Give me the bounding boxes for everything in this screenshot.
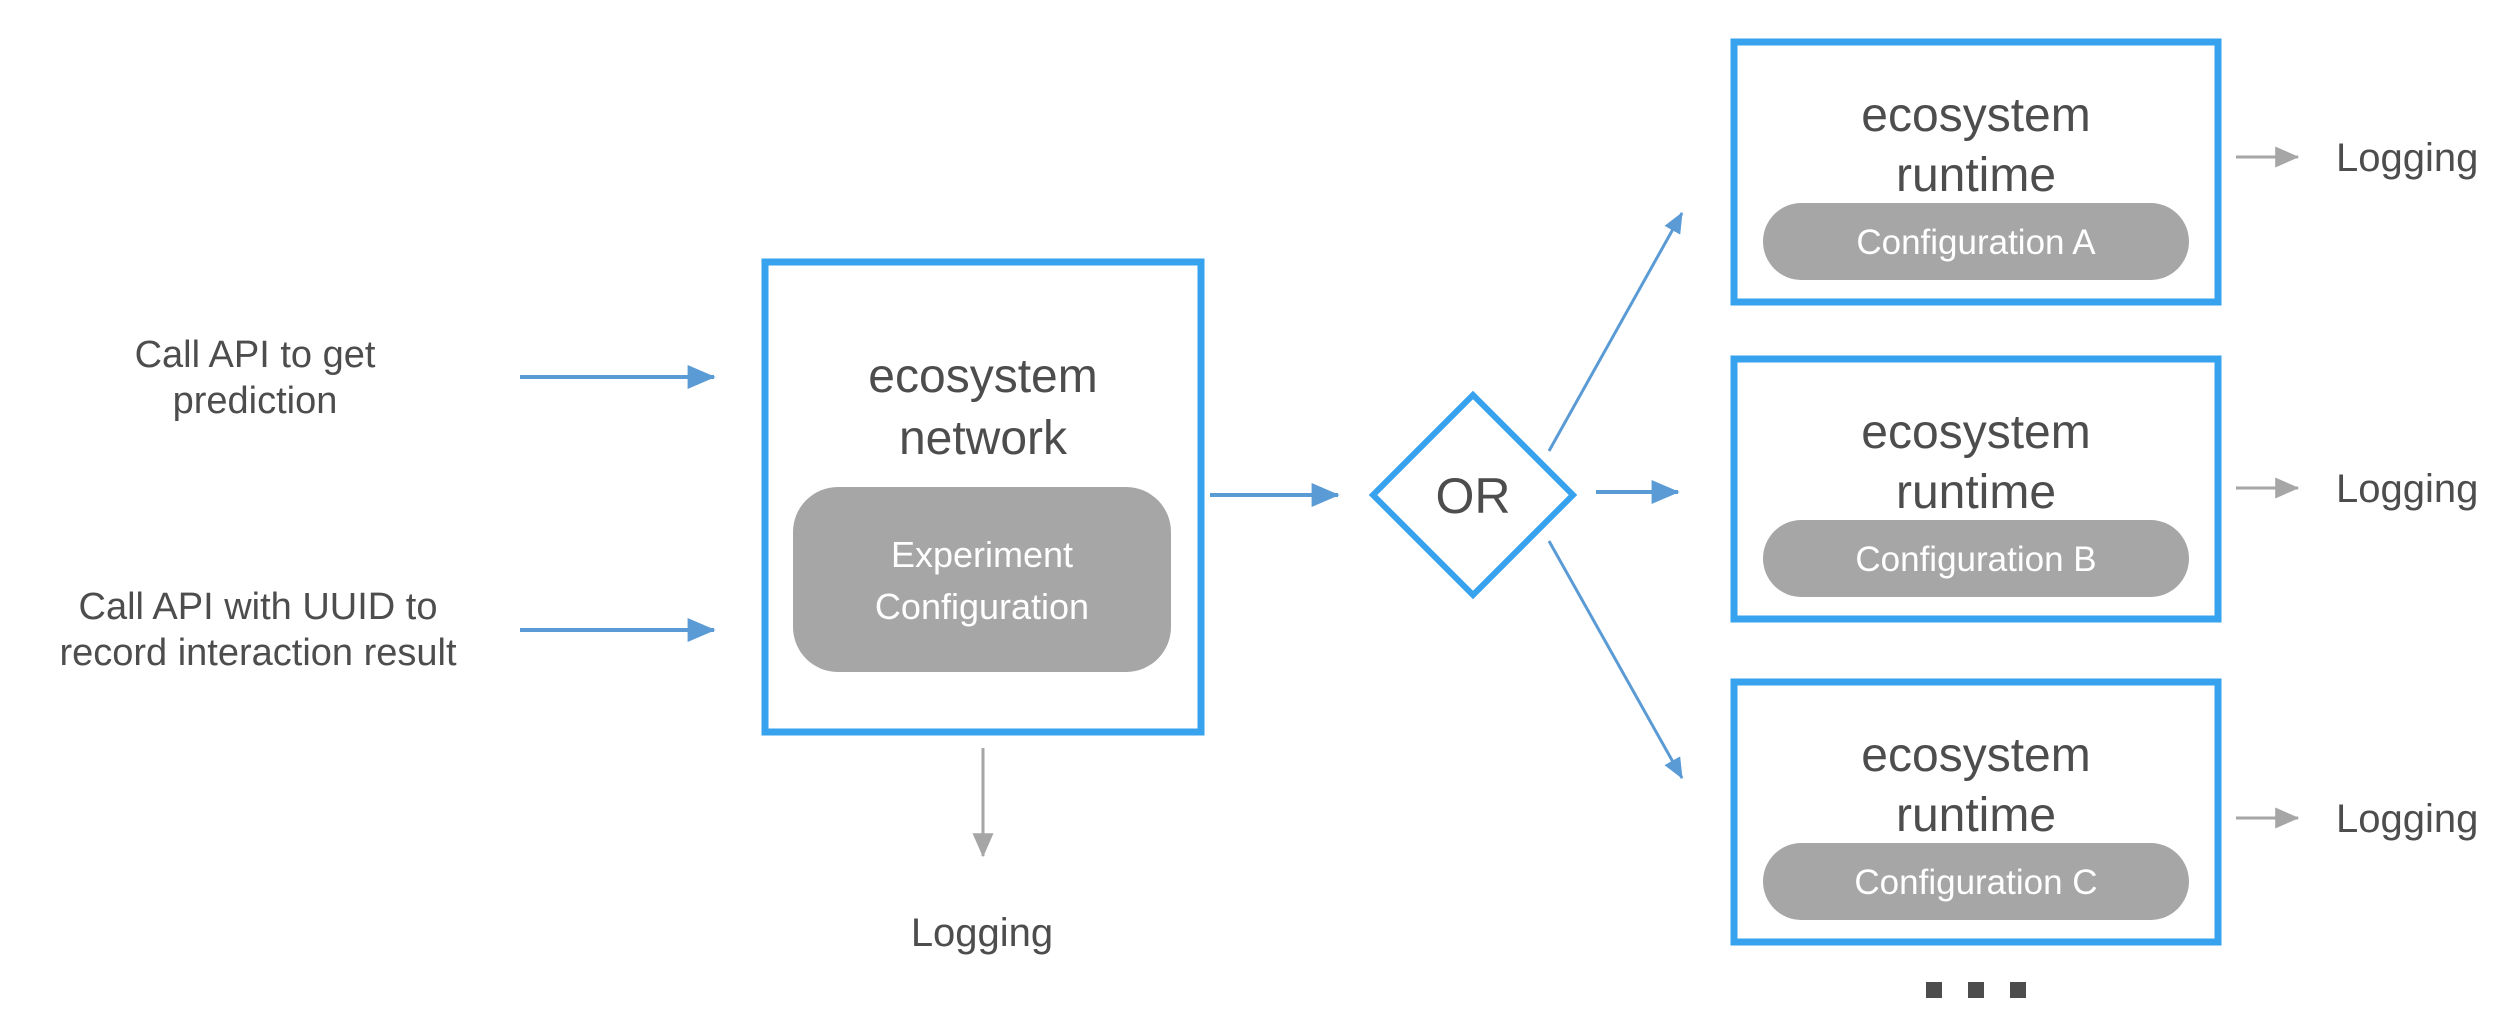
runtime-box-c-title-line2: runtime [1896,789,2056,842]
runtime-b-logging-label: Logging [2336,467,2478,511]
or-label: OR [1436,468,1511,524]
configuration-b-badge [1763,520,2189,597]
input-label-prediction-line1: Call API to get [135,334,376,376]
runtime-box-b-title-line1: ecosystem [1861,406,2090,459]
more-runtimes-ellipsis [1926,982,2026,998]
arrow-or-to-runtime-c [1547,540,1684,780]
ellipsis-dot [2010,982,2026,998]
runtime-box-b: ecosystem runtime Configuration B [1730,355,2222,623]
runtime-box-c-title-line1: ecosystem [1861,729,2090,782]
experiment-configuration-badge-line2: Configuration [875,586,1089,627]
runtime-box-b-title-line2: runtime [1896,466,2056,519]
runtime-box-a: ecosystem runtime Configuration A [1730,38,2222,306]
experiment-configuration-badge-line1: Experiment [891,534,1073,575]
input-label-record: Call API with UUID to record interaction… [59,586,457,674]
ellipsis-dot [1926,982,1942,998]
runtime-box-a-title-line2: runtime [1896,149,2056,202]
or-decision-diamond: OR [1368,390,1578,600]
input-label-prediction: Call API to get prediction [135,334,376,422]
network-box: ecosystem network Experiment Configurati… [761,258,1205,736]
configuration-b-badge-label: Configuration B [1855,540,2096,579]
network-box-title-line1: ecosystem [868,350,1097,403]
network-box-title-line2: network [899,412,1068,465]
input-label-prediction-line2: prediction [173,380,338,422]
runtime-box-a-title-line1: ecosystem [1861,89,2090,142]
configuration-a-badge-label: Configuration A [1856,223,2096,262]
configuration-c-badge-label: Configuration C [1854,863,2097,902]
arrow-or-to-runtime-a [1547,211,1684,452]
runtime-a-logging-label: Logging [2336,136,2478,180]
input-label-record-line1: Call API with UUID to [79,586,438,628]
network-logging-label: Logging [911,911,1053,955]
ellipsis-dot [1968,982,1984,998]
runtime-c-logging-label: Logging [2336,797,2478,841]
or-diamond-shape [1368,390,1578,600]
input-label-record-line2: record interaction result [59,632,457,674]
configuration-a-badge [1763,203,2189,280]
experiment-configuration-badge [793,487,1171,672]
runtime-box-c: ecosystem runtime Configuration C [1730,678,2222,946]
configuration-c-badge [1763,843,2189,920]
